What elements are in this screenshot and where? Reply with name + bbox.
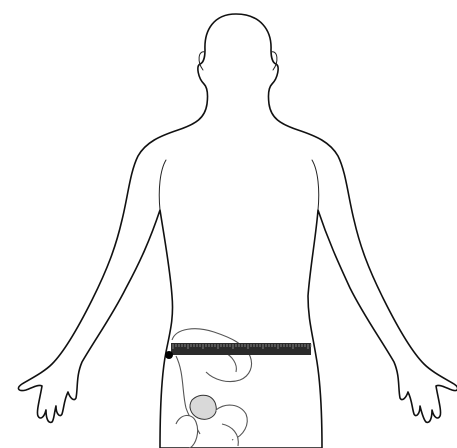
femoral-head	[190, 395, 216, 419]
body-silhouette	[19, 14, 457, 448]
tape-end-marker	[165, 351, 173, 359]
body-outline	[19, 14, 457, 448]
